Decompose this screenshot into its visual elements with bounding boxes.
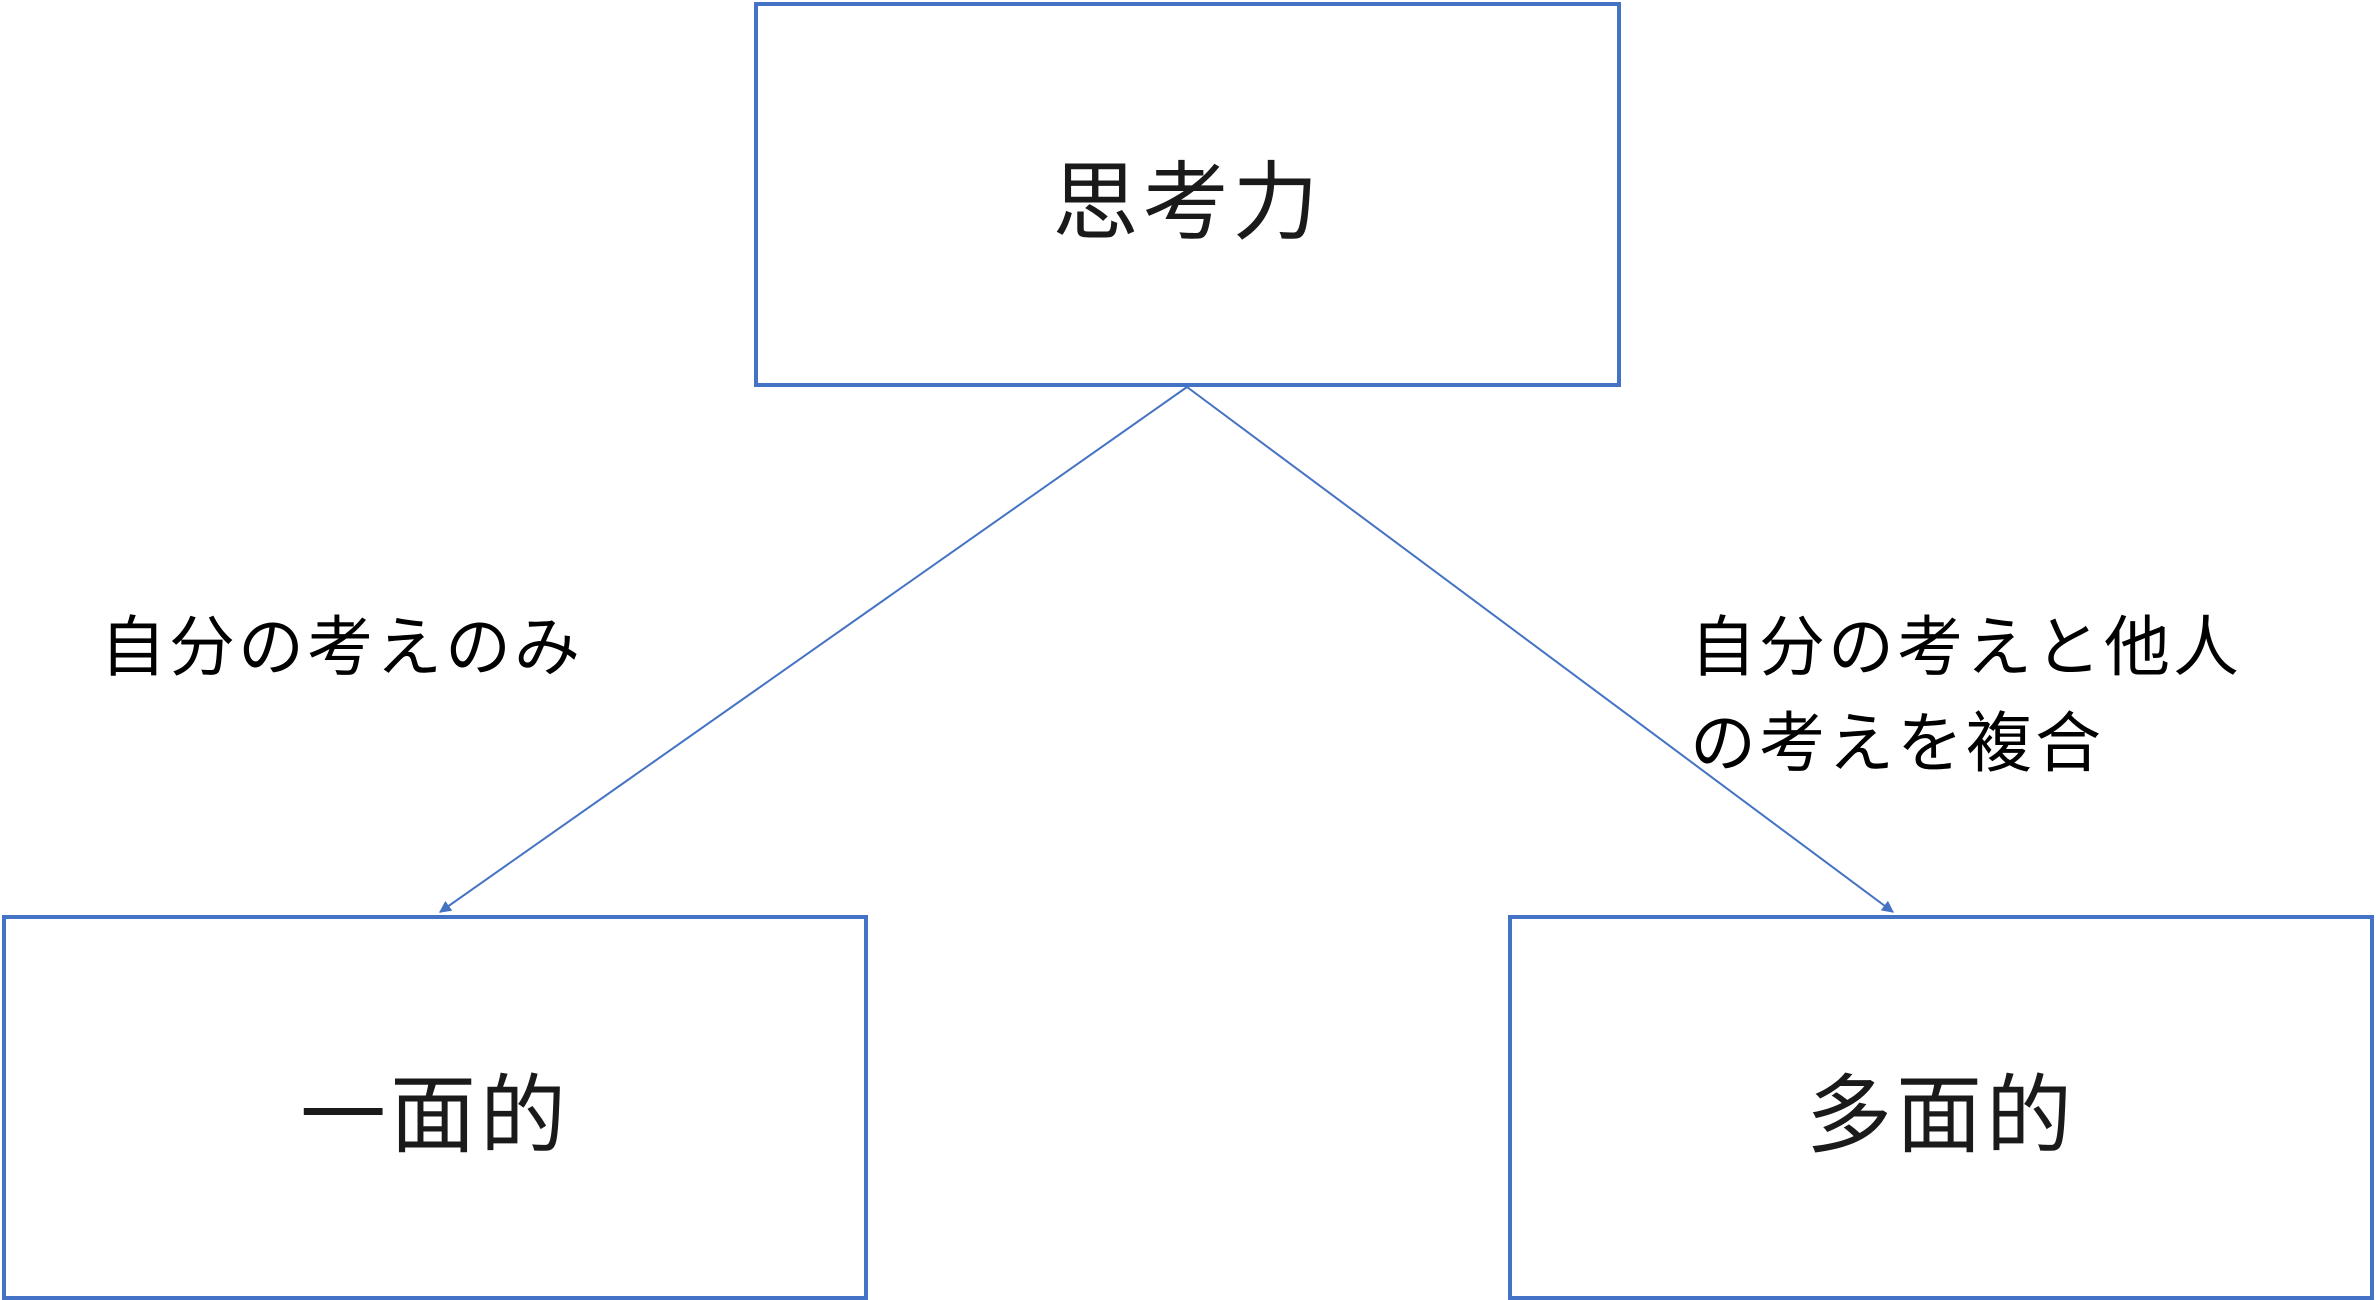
one-sided-node: 一面的: [2, 915, 868, 1300]
arrow-to-multi-sided: [1186, 386, 1894, 913]
multi-sided-node: 多面的: [1508, 915, 2374, 1300]
edge-label-own-thoughts: 自分の考えのみ: [100, 600, 583, 696]
multi-sided-label: 多面的: [1806, 1066, 2076, 1166]
edge-label-combined-line1: 自分の考えと他人: [1690, 609, 2242, 686]
edge-label-combined-thoughts: 自分の考えと他人 の考えを複合: [1690, 600, 2370, 792]
arrow-to-one-sided: [439, 386, 1188, 913]
edge-label-own-thoughts-text: 自分の考えのみ: [100, 609, 583, 686]
thinking-power-node: 思考力: [754, 2, 1621, 387]
edge-label-combined-line2: の考えを複合: [1690, 705, 2104, 782]
thinking-power-label: 思考力: [1052, 153, 1323, 253]
one-sided-label: 一面的: [300, 1066, 570, 1166]
